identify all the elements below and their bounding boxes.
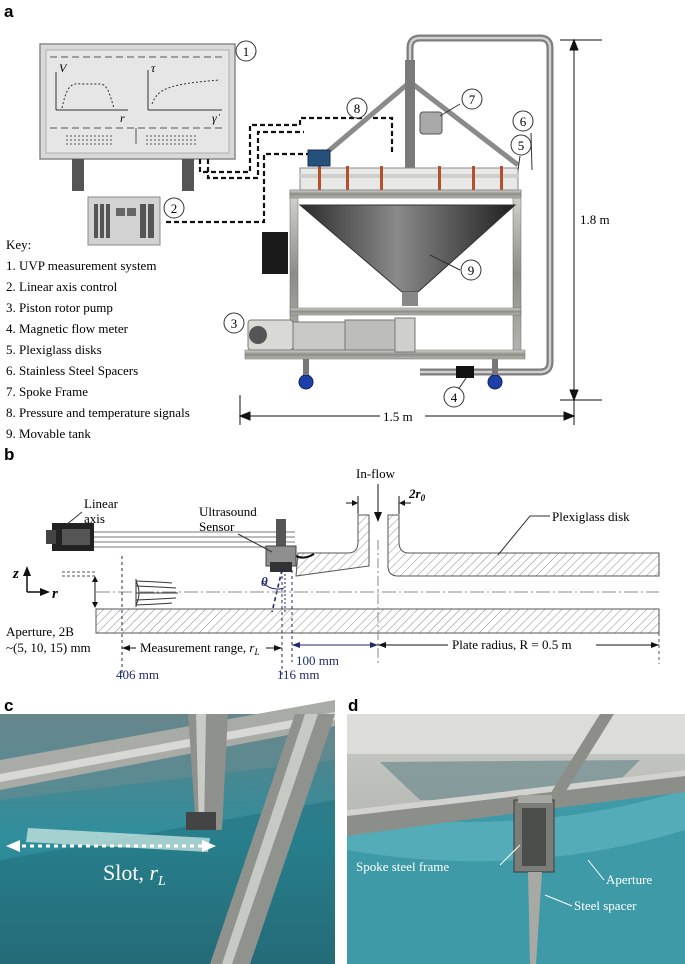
linear-axis-label-2: axis <box>84 511 105 526</box>
linear-axis-label-1: Linear <box>84 496 119 511</box>
key-item: 5. Plexiglass disks <box>6 342 102 357</box>
key-list: 1. UVP measurement system 2. Linear axis… <box>6 258 190 441</box>
theta-label: θ <box>261 574 268 589</box>
plot1-y-label: V <box>59 61 68 75</box>
r-axis-label: r <box>52 586 58 602</box>
key-item: 6. Stainless Steel Spacers <box>6 363 138 378</box>
panel-label-b: b <box>4 445 14 464</box>
aperture-label-1: Aperture, 2B <box>6 624 74 639</box>
sensor-label-1: Ultrasound <box>199 504 257 519</box>
key-item: 4. Magnetic flow meter <box>6 321 129 336</box>
aperture-label-2: ~(5, 10, 15) mm <box>6 640 91 655</box>
dim-116-label: 116 mm <box>277 667 320 682</box>
panel-b: In-flow 2r0 Linear axis Ultrasound Senso… <box>6 466 660 682</box>
steel-spacer-label: Steel spacer <box>574 898 637 913</box>
dim-100-label: 100 mm <box>296 653 339 668</box>
key-item: 1. UVP measurement system <box>6 258 156 273</box>
plot2-y-label: τ <box>151 61 156 75</box>
key-item: 3. Piston rotor pump <box>6 300 113 315</box>
key-item: 9. Movable tank <box>6 426 91 441</box>
flow-rig <box>244 34 554 390</box>
linear-axis-rail <box>62 531 295 548</box>
signal-lines <box>166 116 394 224</box>
callout-6: 6 <box>520 114 527 129</box>
spoke-frame-label: Spoke steel frame <box>356 859 449 874</box>
panel-a: V r τ γ̇ 1 2 <box>6 34 628 441</box>
callout-8: 8 <box>354 101 361 116</box>
height-dimension: 1.8 m <box>580 212 610 227</box>
callout-4: 4 <box>451 390 458 405</box>
callout-7: 7 <box>469 92 476 107</box>
measurement-range-label: Measurement range, rL <box>140 640 259 657</box>
key-item: 8. Pressure and temperature signals <box>6 405 190 420</box>
panel-d-photo: Spoke steel frame Aperture Steel spacer <box>347 714 685 964</box>
width-dimension: 1.5 m <box>383 409 413 424</box>
panel-label-c: c <box>4 696 13 715</box>
plexiglass-disk-label: Plexiglass disk <box>552 509 630 524</box>
z-axis-label: z <box>12 566 19 582</box>
plot2-x-label: γ̇ <box>212 111 221 125</box>
dim-406-label: 406 mm <box>116 667 159 682</box>
linear-axis-control-box <box>87 196 161 246</box>
plate-radius-label: Plate radius, R = 0.5 m <box>452 637 572 652</box>
panel-c-photo: Slot, rL <box>0 700 335 964</box>
velocity-profile <box>135 579 178 607</box>
slot-label: Slot, rL <box>103 860 166 889</box>
inflow-label: In-flow <box>356 466 396 481</box>
callout-2: 2 <box>171 201 178 216</box>
panel-label-d: d <box>348 696 358 715</box>
callout-9: 9 <box>468 263 475 278</box>
panel-label-a: a <box>4 2 14 21</box>
key-title: Key: <box>6 237 31 252</box>
aperture-label: Aperture <box>606 872 652 887</box>
key-item: 7. Spoke Frame <box>6 384 88 399</box>
key-item: 2. Linear axis control <box>6 279 118 294</box>
inlet-diameter-label: 2r0 <box>408 486 426 503</box>
callout-3: 3 <box>231 316 238 331</box>
callout-1: 1 <box>243 44 250 59</box>
sensor-label-2: Sensor <box>199 519 235 534</box>
plot1-x-label: r <box>120 111 125 125</box>
uvp-monitor: V r τ γ̇ <box>39 43 236 191</box>
callout-5: 5 <box>518 138 525 153</box>
